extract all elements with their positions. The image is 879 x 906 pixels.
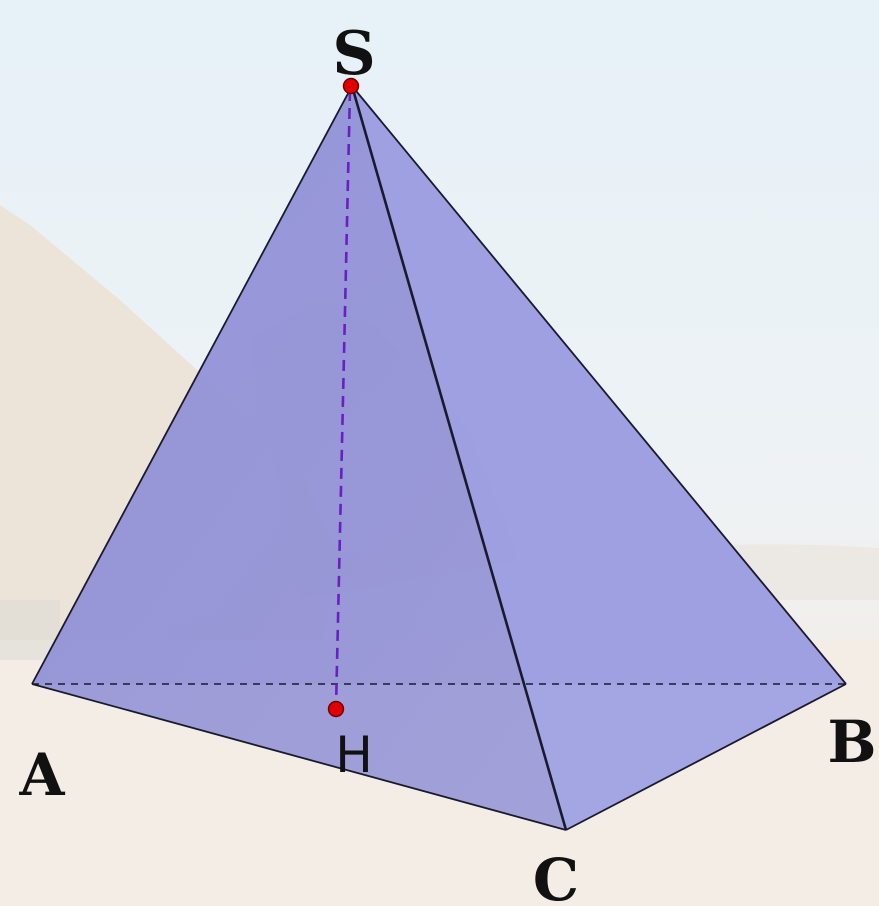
face-SCB (352, 86, 846, 830)
label-S: S (332, 19, 375, 89)
label-C: C (533, 846, 579, 906)
edge-AC (31, 683, 567, 831)
face-SAC (32, 86, 566, 830)
label-A: A (18, 741, 65, 809)
height-SH (334, 89, 352, 709)
edge-SB (351, 85, 847, 685)
edge-SC (350, 85, 568, 831)
edge-CB (565, 683, 847, 831)
point-S (342, 77, 360, 95)
label-B: B (827, 708, 876, 776)
point-H (327, 700, 345, 718)
visible-edges (31, 85, 847, 831)
label-H: H (335, 726, 373, 784)
edge-SA (31, 85, 353, 685)
